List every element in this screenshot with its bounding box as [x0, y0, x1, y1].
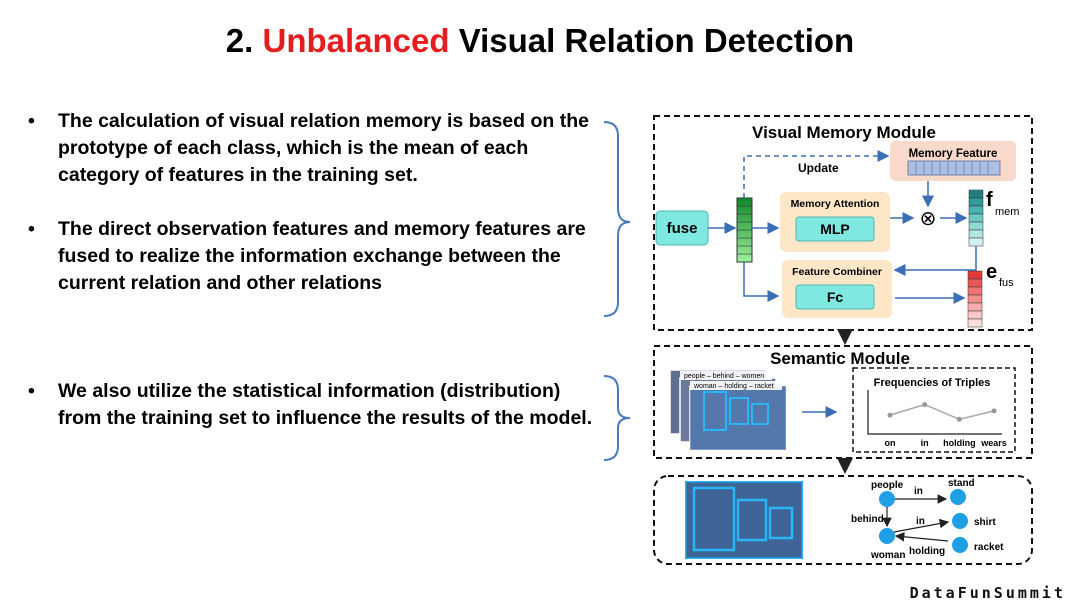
brace-top	[603, 121, 631, 317]
bullet-item: • The calculation of visual relation mem…	[28, 108, 608, 189]
f-mem-label: f	[986, 189, 993, 211]
triple-label: people – behind – women	[684, 373, 764, 380]
bullet-symbol: •	[28, 218, 35, 240]
memory-attention-label: Memory Attention	[791, 198, 880, 210]
bullet-symbol: •	[28, 110, 35, 132]
bullet-text: We also utilize the statistical informat…	[58, 380, 593, 429]
brace-bottom	[603, 375, 631, 461]
chart-tick-label: on	[885, 438, 896, 448]
chart-point	[956, 416, 962, 422]
bullet-text: The direct observation features and memo…	[58, 218, 586, 294]
semantic-module-title: Semantic Module	[770, 349, 910, 368]
bullet-item: • The direct observation features and me…	[28, 216, 608, 297]
chart-point	[887, 412, 893, 418]
chart-tick-label: wears	[980, 438, 1007, 448]
title-suffix: Visual Relation Detection	[449, 22, 855, 59]
e-fus-label: e	[986, 261, 997, 283]
graph-node-label: stand	[948, 478, 975, 489]
chart-tick-label: holding	[943, 438, 976, 448]
graph-node-label: people	[871, 480, 904, 491]
graph-node-label: shirt	[974, 517, 996, 528]
fc-label: Fc	[827, 289, 844, 305]
title-accent: Unbalanced	[262, 22, 450, 59]
chart-axis	[867, 390, 1002, 435]
graph-node	[950, 489, 966, 505]
bullet-text: The calculation of visual relation memor…	[58, 110, 589, 186]
chart-tick-label: in	[921, 438, 929, 448]
e-fus-vector	[967, 270, 983, 328]
f-mem-subscript: mem	[995, 206, 1019, 218]
graph-node-label: racket	[974, 542, 1004, 553]
memory-feature-label: Memory Feature	[909, 148, 998, 160]
fc-box	[795, 284, 875, 310]
graph-node-label: woman	[870, 550, 905, 561]
mlp-label: MLP	[820, 221, 850, 237]
graph-node	[952, 513, 968, 529]
chart-series-line	[889, 403, 995, 421]
frequency-chart-frame	[852, 367, 1016, 453]
frequency-chart-title: Frequencies of Triples	[874, 377, 991, 389]
page-title: 2. Unbalanced Visual Relation Detection	[0, 22, 1080, 60]
f-mem-vector	[968, 189, 984, 247]
chart-point	[922, 402, 928, 408]
graph-module-frame	[653, 475, 1033, 565]
photo-stack	[669, 369, 787, 451]
watermark: DataFunSummit	[909, 584, 1066, 602]
triple-label: woman – holding – racket	[693, 383, 774, 390]
memory-feature-cells	[907, 160, 1001, 176]
chart-point	[991, 408, 997, 414]
fused-feature-vector	[736, 197, 753, 263]
visual-memory-module-title: Visual Memory Module	[752, 123, 936, 142]
otimes-symbol: ⊗	[920, 208, 937, 230]
graph-edge-label: in	[914, 486, 923, 497]
mlp-box	[795, 216, 875, 242]
graph-node	[879, 491, 895, 507]
graph-edge-label: behind	[851, 514, 884, 525]
graph-node	[952, 537, 968, 553]
feature-combiner-label: Feature Combiner	[792, 266, 882, 278]
fuse-label: fuse	[667, 220, 698, 237]
graph-node	[879, 528, 895, 544]
semantic-module-frame	[653, 345, 1033, 459]
update-label: Update	[798, 161, 839, 175]
detected-photo	[685, 481, 803, 559]
e-fus-subscript: fus	[999, 277, 1014, 289]
bullet-symbol: •	[28, 380, 35, 402]
frequency-chart: on in holding wears	[867, 390, 1007, 448]
bullet-item: • We also utilize the statistical inform…	[28, 378, 608, 432]
graph-edge-label: in	[916, 516, 925, 527]
graph-edge-label: holding	[909, 546, 945, 557]
title-prefix: 2.	[225, 22, 263, 59]
